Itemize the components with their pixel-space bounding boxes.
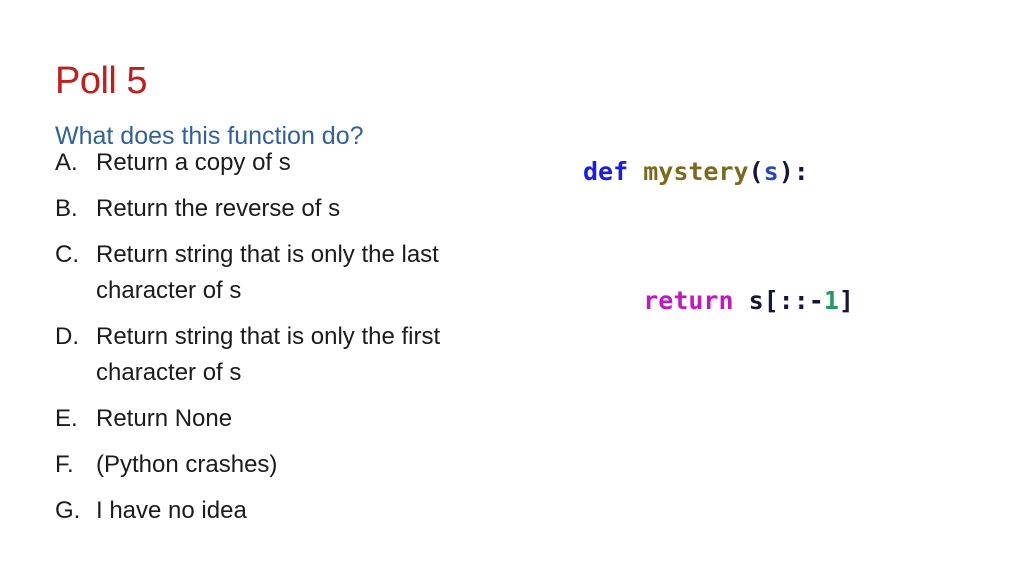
- option-text: Return a copy of s: [96, 149, 291, 176]
- code-token-number: 1: [823, 286, 839, 315]
- option-letter: D.: [55, 323, 79, 350]
- option-b: B. Return the reverse of s: [55, 191, 525, 227]
- option-letter: G.: [55, 497, 81, 524]
- option-text: I have no idea: [96, 497, 247, 524]
- slide-title: Poll 5: [55, 60, 148, 103]
- option-letter: E.: [55, 405, 78, 432]
- code-snippet: def mystery(s): return s[::-1]: [583, 64, 854, 408]
- options-list: A. Return a copy of s B. Return the reve…: [55, 145, 525, 539]
- code-token-param: s: [763, 157, 779, 186]
- code-token-space: [628, 157, 643, 186]
- code-token-paren-open: (: [748, 157, 764, 186]
- option-e: E. Return None: [55, 401, 525, 437]
- option-c: C. Return string that is only the last c…: [55, 237, 525, 309]
- question-heading: What does this function do?: [55, 121, 364, 150]
- option-text: (Python crashes): [96, 451, 278, 478]
- option-text: Return string that is only the last char…: [96, 241, 439, 304]
- option-g: G. I have no idea: [55, 493, 525, 529]
- option-letter: A.: [55, 149, 78, 176]
- code-line-1: def mystery(s):: [583, 150, 854, 193]
- option-text: Return string that is only the first cha…: [96, 323, 441, 386]
- option-d: D. Return string that is only the first …: [55, 319, 525, 391]
- option-f: F. (Python crashes): [55, 447, 525, 483]
- code-token-function-name: mystery: [643, 157, 749, 186]
- code-line-2: return s[::-1]: [583, 279, 854, 322]
- option-letter: C.: [55, 241, 79, 268]
- option-text: Return the reverse of s: [96, 195, 341, 222]
- code-token-keyword-def: def: [583, 157, 629, 186]
- code-token-slice-expr: s[::-: [733, 286, 824, 315]
- option-a: A. Return a copy of s: [55, 145, 525, 181]
- option-text: Return None: [96, 405, 233, 432]
- option-letter: F.: [55, 451, 74, 478]
- code-token-indent: [583, 286, 643, 315]
- code-token-paren-close-colon: ):: [778, 157, 809, 186]
- option-letter: B.: [55, 195, 78, 222]
- code-token-keyword-return: return: [643, 286, 734, 315]
- code-token-bracket-close: ]: [838, 286, 854, 315]
